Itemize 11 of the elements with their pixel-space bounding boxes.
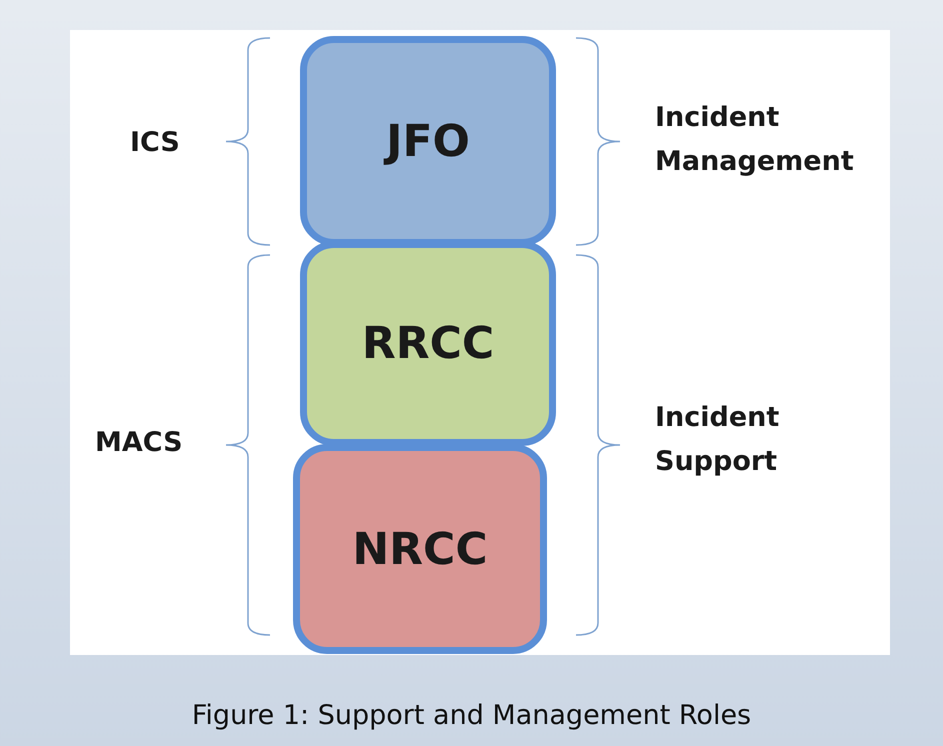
box-title: JFO [386, 116, 470, 166]
bracket-label: MACS [95, 426, 184, 460]
process-box [293, 444, 547, 654]
bracket-label: Incident Support [655, 401, 780, 479]
bracket-label: Incident Management [655, 101, 855, 179]
process-box [300, 36, 556, 246]
bracket-label: ICS [130, 126, 181, 160]
process-box [300, 241, 556, 446]
box-title: NRCC [352, 524, 488, 574]
figure-caption: Figure 1: Support and Management Roles [190, 700, 752, 731]
box-title: RRCC [362, 318, 494, 369]
